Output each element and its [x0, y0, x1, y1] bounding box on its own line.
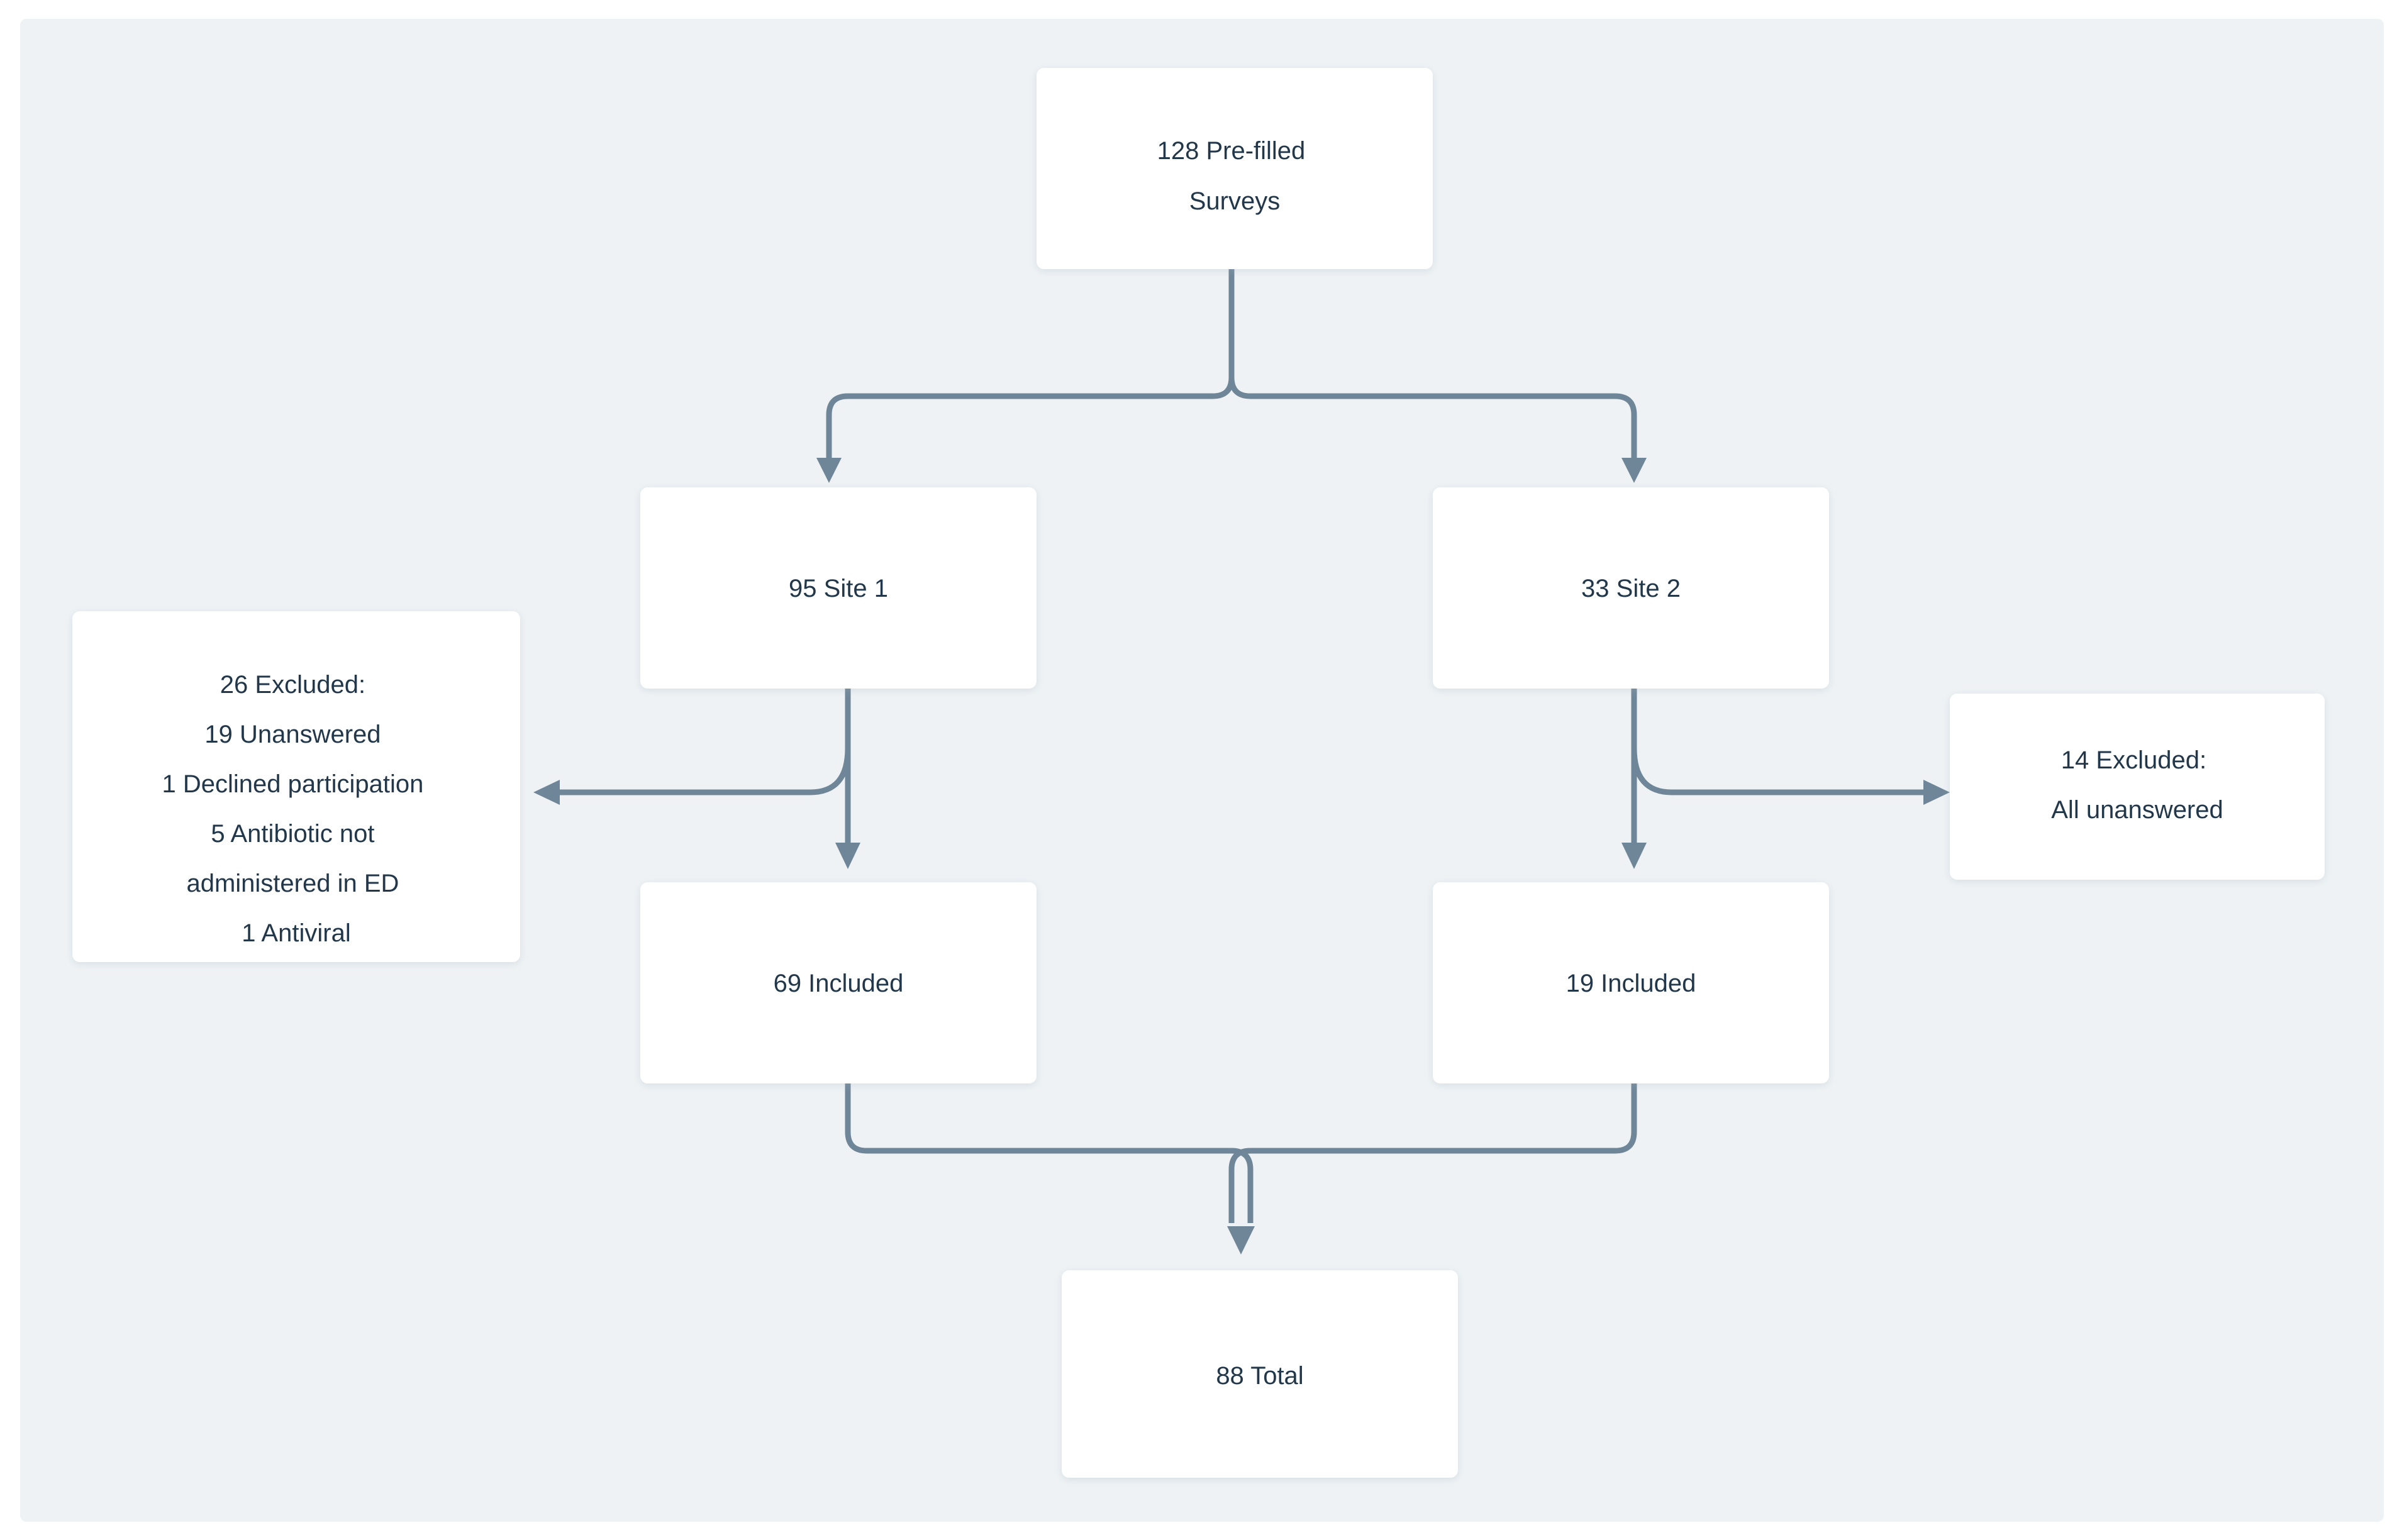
- node-included-site1-label: 69 Included: [774, 970, 904, 997]
- node-source-label: 128 Pre-filled Surveys: [1157, 137, 1313, 215]
- connector-site1-to-excluded: [560, 748, 851, 795]
- node-site1[interactable]: 95 Site 1: [640, 487, 1037, 689]
- node-source-box[interactable]: [1037, 68, 1433, 269]
- node-excluded-site2[interactable]: 14 Excluded: All unanswered: [1950, 694, 2325, 880]
- node-included-site2-box[interactable]: [1433, 882, 1829, 1083]
- node-included-site1-box[interactable]: [640, 882, 1037, 1083]
- node-excluded-site1-box[interactable]: [72, 611, 520, 962]
- arrowhead-to-included-site1: [835, 843, 860, 869]
- arrowhead-to-excluded-site2: [1923, 780, 1950, 805]
- node-site2-label: 33 Site 2: [1581, 575, 1681, 602]
- node-site2[interactable]: 33 Site 2: [1433, 487, 1829, 689]
- canvas-panel: [20, 19, 2384, 1522]
- node-excluded-site1-label: 26 Excluded: 19 Unanswered 1 Declined pa…: [162, 671, 431, 947]
- node-source[interactable]: 128 Pre-filled Surveys: [1037, 68, 1433, 269]
- node-site1-label: 95 Site 1: [789, 575, 888, 602]
- node-included-site2-label: 19 Included: [1566, 970, 1696, 997]
- arrowhead-to-total: [1227, 1226, 1255, 1255]
- node-site2-box[interactable]: [1433, 487, 1829, 689]
- node-total-label: 88 Total: [1216, 1362, 1303, 1390]
- connector-layer: [533, 267, 1950, 1255]
- node-excluded-site1[interactable]: 26 Excluded: 19 Unanswered 1 Declined pa…: [72, 611, 520, 962]
- arrowhead-to-site1: [816, 458, 842, 483]
- arrowhead-to-included-site2: [1621, 843, 1647, 869]
- node-included-site2[interactable]: 19 Included: [1433, 882, 1829, 1083]
- connector-included-site2-to-total: [1228, 1082, 1637, 1223]
- node-excluded-site2-label: 14 Excluded: All unanswered: [2051, 746, 2223, 824]
- node-excluded-site2-box[interactable]: [1950, 694, 2325, 880]
- arrowhead-to-site2: [1621, 458, 1647, 483]
- node-total-box[interactable]: [1062, 1270, 1458, 1478]
- connector-source-to-site2: [1228, 267, 1637, 459]
- arrowhead-to-excluded-site1: [533, 780, 560, 805]
- node-included-site1[interactable]: 69 Included: [640, 882, 1037, 1083]
- node-total[interactable]: 88 Total: [1062, 1270, 1458, 1478]
- node-site1-box[interactable]: [640, 487, 1037, 689]
- connector-site2-to-excluded: [1631, 748, 1923, 795]
- connector-included-site1-to-total: [845, 1082, 1254, 1223]
